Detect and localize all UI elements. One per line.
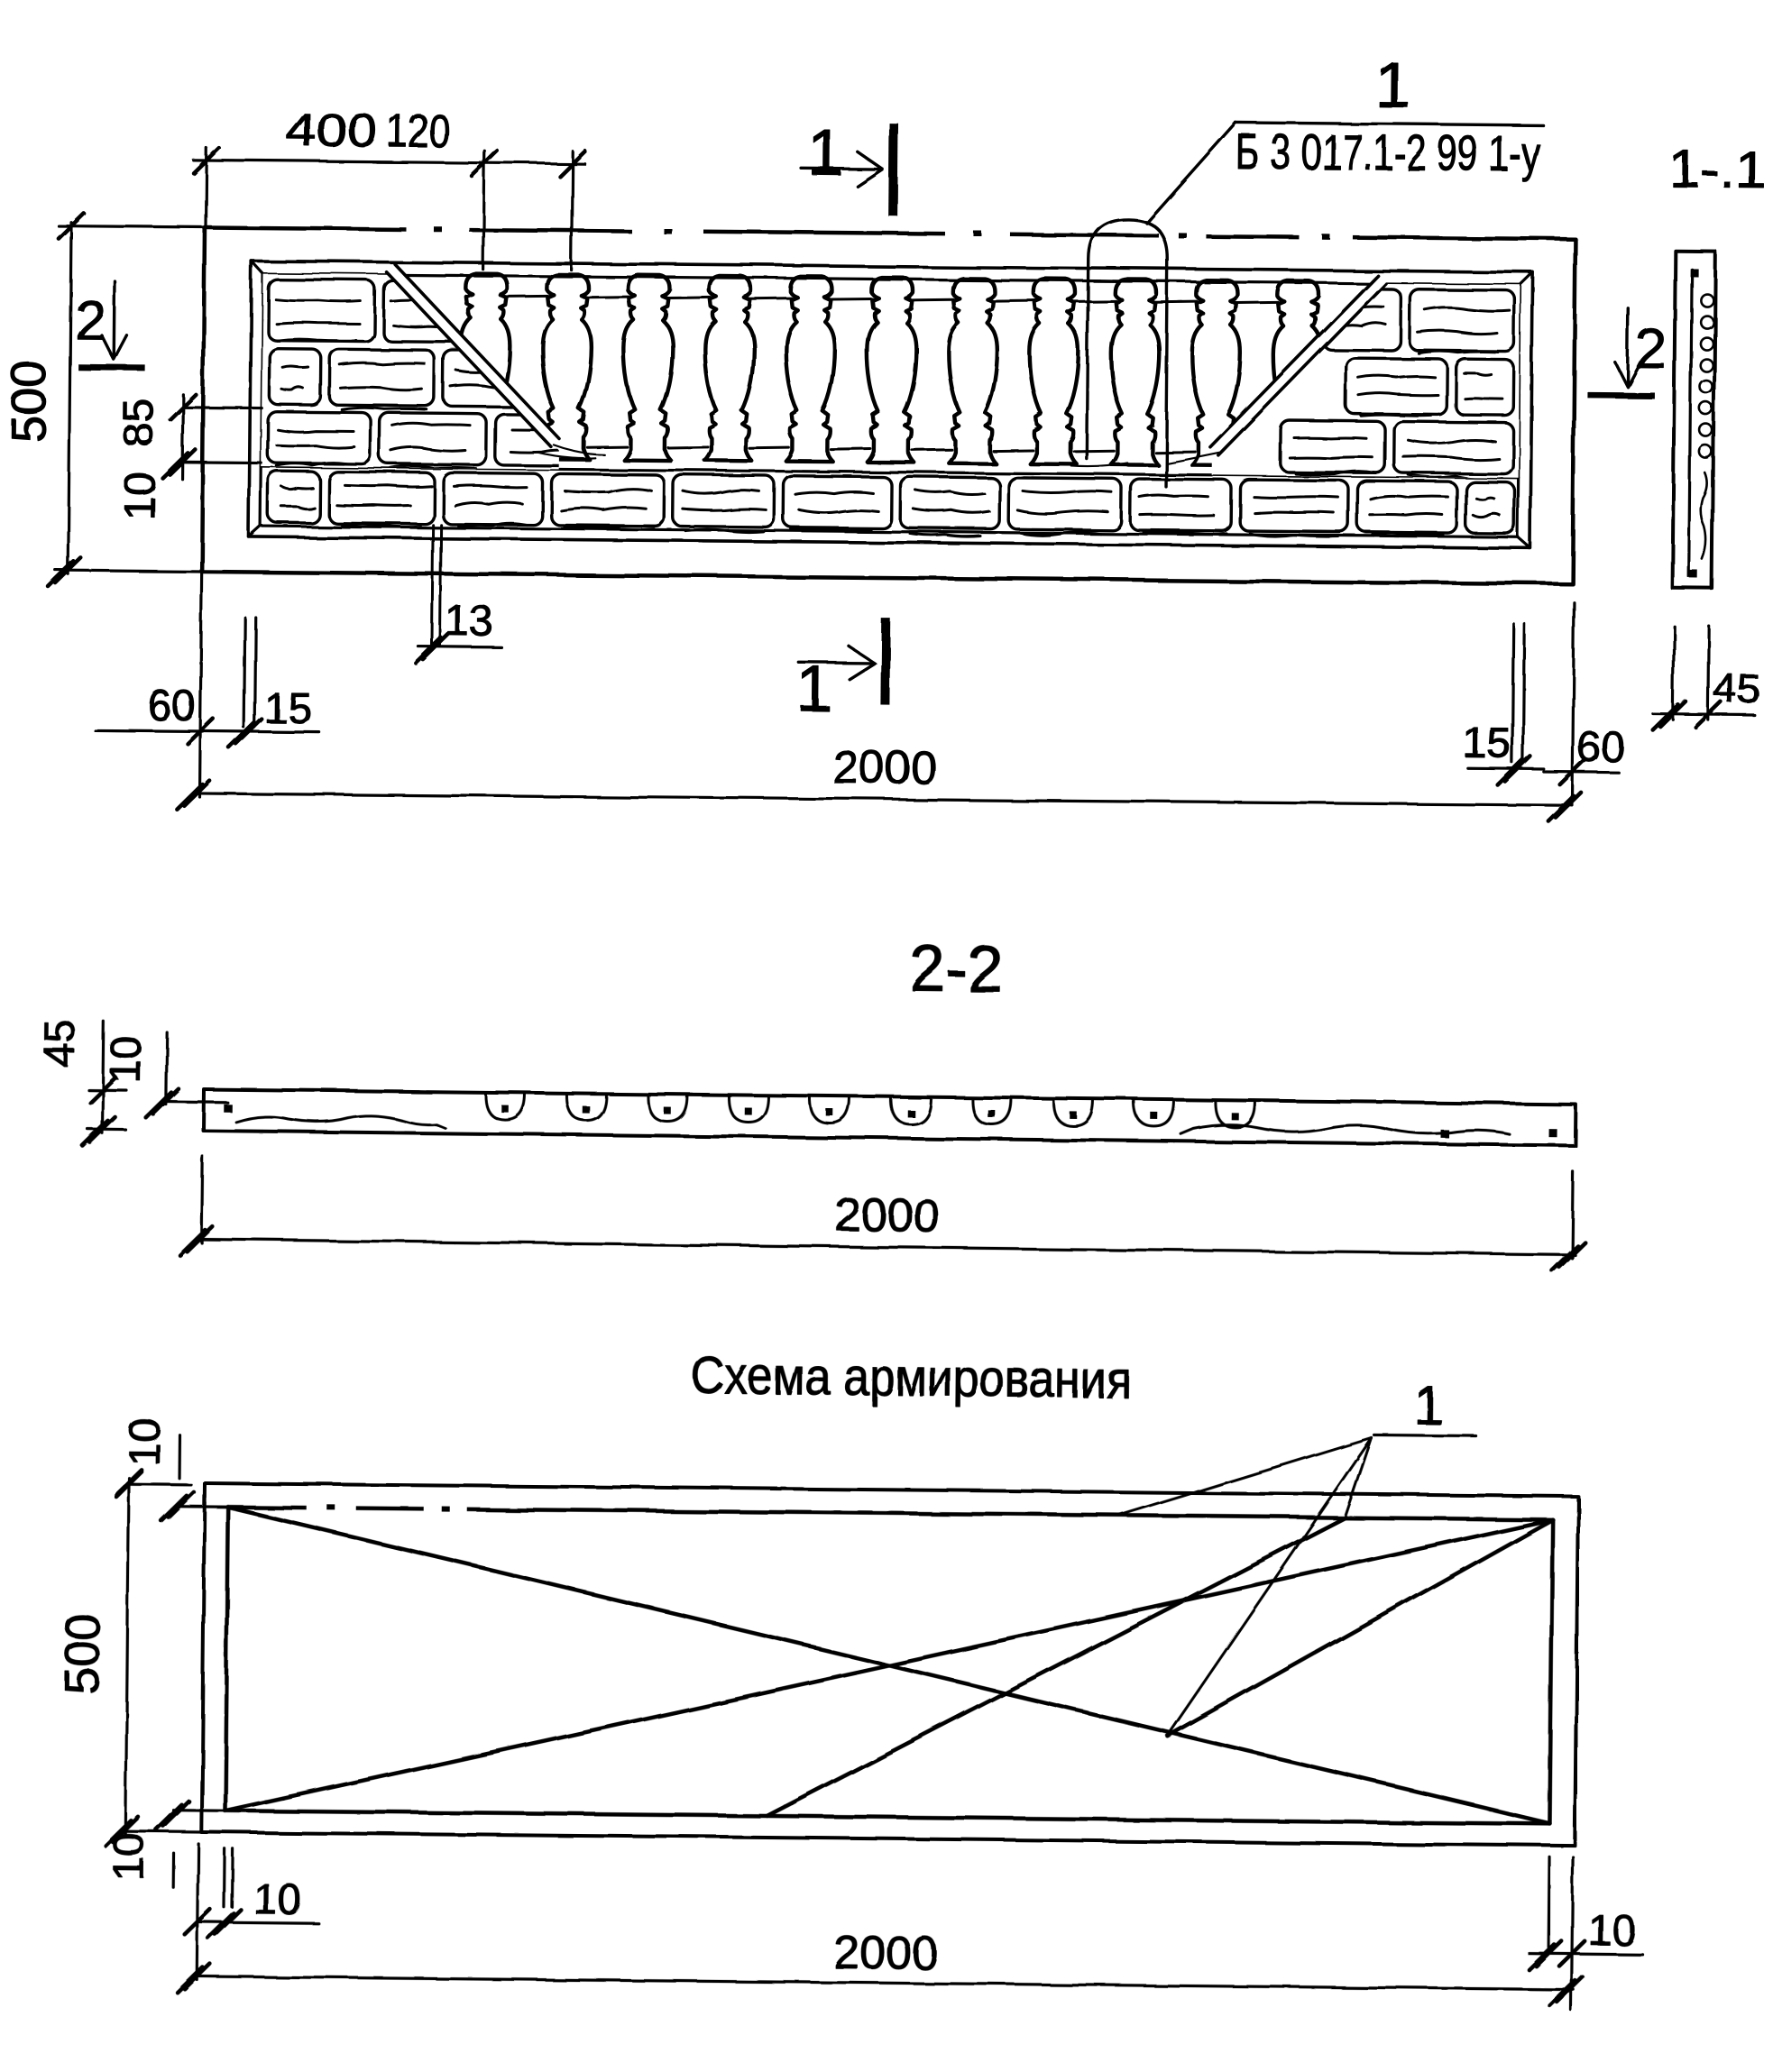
svg-text:500: 500 <box>2 361 57 443</box>
svg-text:2: 2 <box>1635 318 1667 380</box>
svg-text:1: 1 <box>1374 49 1411 121</box>
svg-text:10: 10 <box>121 1417 170 1466</box>
svg-text:45: 45 <box>36 1019 85 1068</box>
svg-text:1-.1: 1-.1 <box>1668 140 1767 199</box>
svg-text:1: 1 <box>796 654 833 726</box>
svg-text:15: 15 <box>1463 720 1511 767</box>
svg-text:60: 60 <box>147 682 196 729</box>
svg-text:15: 15 <box>263 685 312 733</box>
svg-text:1: 1 <box>1413 1375 1444 1435</box>
svg-text:10: 10 <box>106 1832 154 1881</box>
svg-text:85: 85 <box>115 399 163 447</box>
svg-text:1: 1 <box>807 117 844 189</box>
svg-text:10: 10 <box>102 1035 151 1084</box>
svg-text:Б 3 017.1-2 99 1-у: Б 3 017.1-2 99 1-у <box>1236 123 1541 182</box>
svg-text:Схема армирования: Схема армирования <box>691 1346 1132 1409</box>
svg-text:2000: 2000 <box>834 1189 939 1242</box>
svg-text:10: 10 <box>1587 1907 1636 1956</box>
svg-text:13: 13 <box>445 597 493 645</box>
svg-text:500: 500 <box>55 1612 110 1694</box>
svg-text:60: 60 <box>1576 723 1625 771</box>
svg-text:120: 120 <box>387 105 451 159</box>
svg-text:400: 400 <box>286 105 379 158</box>
svg-text:45: 45 <box>1713 665 1760 711</box>
svg-text:2000: 2000 <box>832 741 937 794</box>
svg-text:2000: 2000 <box>833 1927 938 1980</box>
svg-text:10: 10 <box>116 472 164 520</box>
svg-text:2-2: 2-2 <box>909 932 1004 1005</box>
svg-text:2: 2 <box>75 289 106 352</box>
svg-text:10: 10 <box>253 1876 302 1925</box>
